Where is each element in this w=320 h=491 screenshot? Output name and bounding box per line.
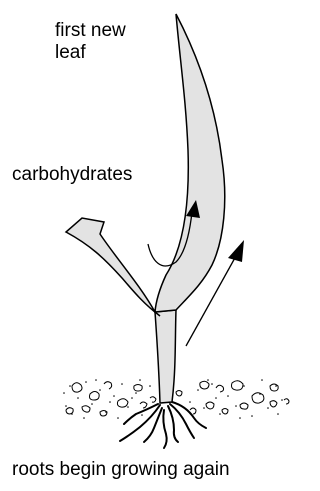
label-carbohydrates: carbohydrates bbox=[12, 164, 132, 186]
soil bbox=[63, 379, 289, 419]
straight-arrowhead bbox=[228, 240, 244, 262]
old-leaf bbox=[66, 218, 160, 316]
roots bbox=[120, 402, 206, 448]
label-roots-growing: roots begin growing again bbox=[12, 459, 230, 481]
label-first-new-leaf: first new leaf bbox=[55, 20, 175, 64]
stem bbox=[155, 310, 176, 403]
